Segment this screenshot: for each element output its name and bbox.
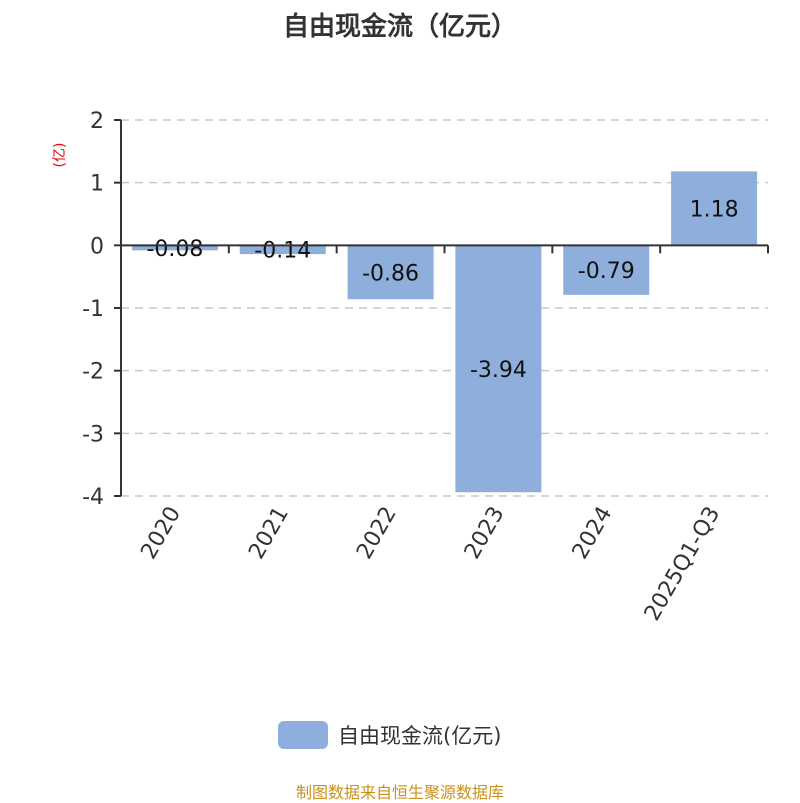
- bar-chart: 2 1 0 -1 -2 -3 -4 (亿) 2020 -0.08 2021 -0.14 2022 -0.8…: [52, 109, 769, 626]
- x-tick-label: 2023: [460, 503, 510, 564]
- legend-swatch: [278, 721, 328, 749]
- bar: [239, 245, 326, 255]
- y-tick-label: -1: [82, 297, 104, 322]
- x-tick-label: 2022: [352, 503, 402, 564]
- y-axis-label: (亿): [52, 143, 68, 168]
- legend-label: 自由现金流(亿元): [338, 724, 502, 748]
- data-label: -0.14: [254, 239, 311, 264]
- data-label: -0.79: [578, 259, 635, 284]
- legend[interactable]: 自由现金流(亿元): [278, 720, 501, 750]
- bar: [563, 245, 650, 295]
- y-tick-label: 1: [90, 172, 104, 197]
- x-tick-label: 2021: [244, 503, 294, 564]
- y-tick-label: 0: [90, 234, 104, 259]
- bar: [671, 171, 758, 246]
- y-tick-label: -2: [82, 360, 104, 385]
- data-label: 1.18: [690, 197, 739, 222]
- source-note: 制图数据来自恒生聚源数据库: [295, 783, 504, 802]
- x-tick-label: 2024: [568, 503, 618, 564]
- data-label: -3.94: [470, 358, 527, 383]
- data-label: -0.08: [146, 237, 203, 262]
- y-tick-label: -3: [82, 422, 104, 447]
- y-tick-label: 2: [90, 109, 104, 134]
- x-tick-label: 2025Q1-Q3: [640, 503, 725, 626]
- bar: [347, 245, 434, 300]
- x-tick-label: 2020: [136, 503, 186, 564]
- data-label: -0.86: [362, 261, 419, 286]
- bar: [131, 245, 218, 251]
- chart-title: 自由现金流（亿元）: [282, 12, 517, 42]
- y-tick-label: -4: [82, 485, 104, 510]
- bar: [455, 245, 542, 493]
